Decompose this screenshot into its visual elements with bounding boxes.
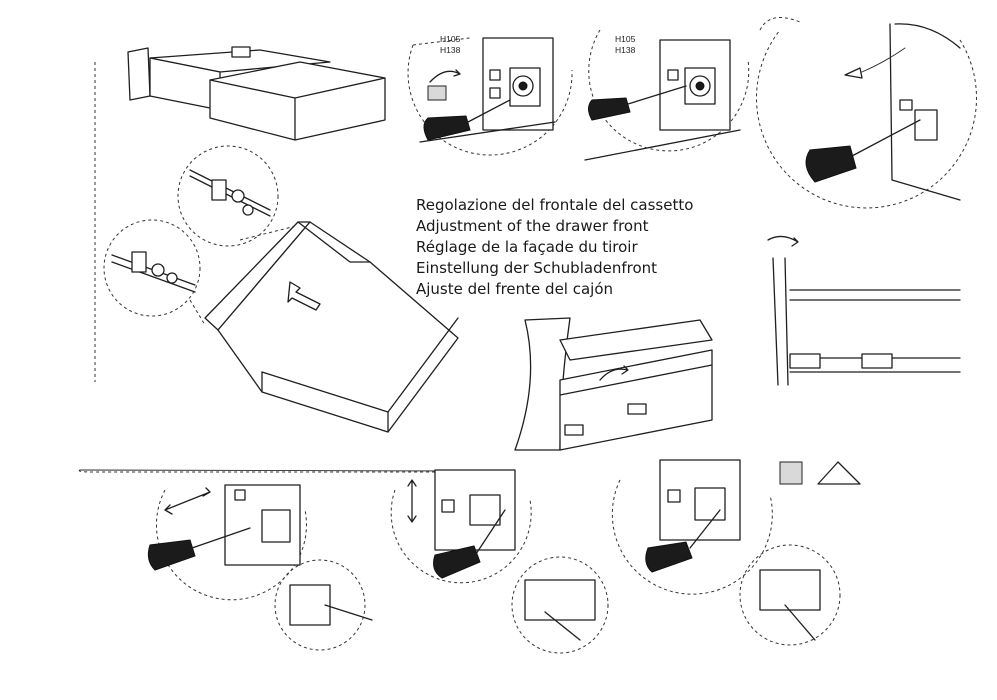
bottom-adjust-group-1 [147, 484, 373, 651]
bottom-adjust-group-3 [611, 459, 841, 646]
cabinet-icon [779, 461, 803, 485]
model-code: H105 [440, 34, 461, 44]
caption-german: Einstellung der Schubladenfront [416, 259, 658, 277]
model-code-block-1: H105 H138 [440, 34, 460, 56]
runner-icon [817, 461, 861, 485]
model-code: H138 [615, 45, 636, 55]
detail-circle-upper [177, 145, 279, 247]
bottom-adjust-group-2 [390, 469, 609, 654]
caption-block: Regolazione del frontale del cassetto Ad… [416, 195, 693, 300]
drawer-box-illustration [127, 46, 386, 141]
caption-english: Adjustment of the drawer front [416, 217, 649, 235]
model-code: H105 [615, 34, 636, 44]
model-code: H138 [440, 45, 461, 55]
model-code-block-2: H105 H138 [615, 34, 635, 56]
caption-italian: Regolazione del frontale del cassetto [416, 196, 694, 214]
drawer-with-direction-arrow [204, 221, 459, 433]
adjust-circle-2 [584, 29, 750, 161]
drawer-front-view [767, 235, 961, 386]
adjust-circle-3 [756, 17, 978, 209]
detail-circle-lower [103, 219, 201, 317]
caption-french: Réglage de la façade du tiroir [416, 238, 638, 256]
drawer-side-view [514, 317, 713, 451]
top-section-frame [78, 62, 470, 473]
caption-spanish: Ajuste del frente del cajón [416, 280, 614, 298]
adjust-circle-1 [407, 37, 573, 156]
